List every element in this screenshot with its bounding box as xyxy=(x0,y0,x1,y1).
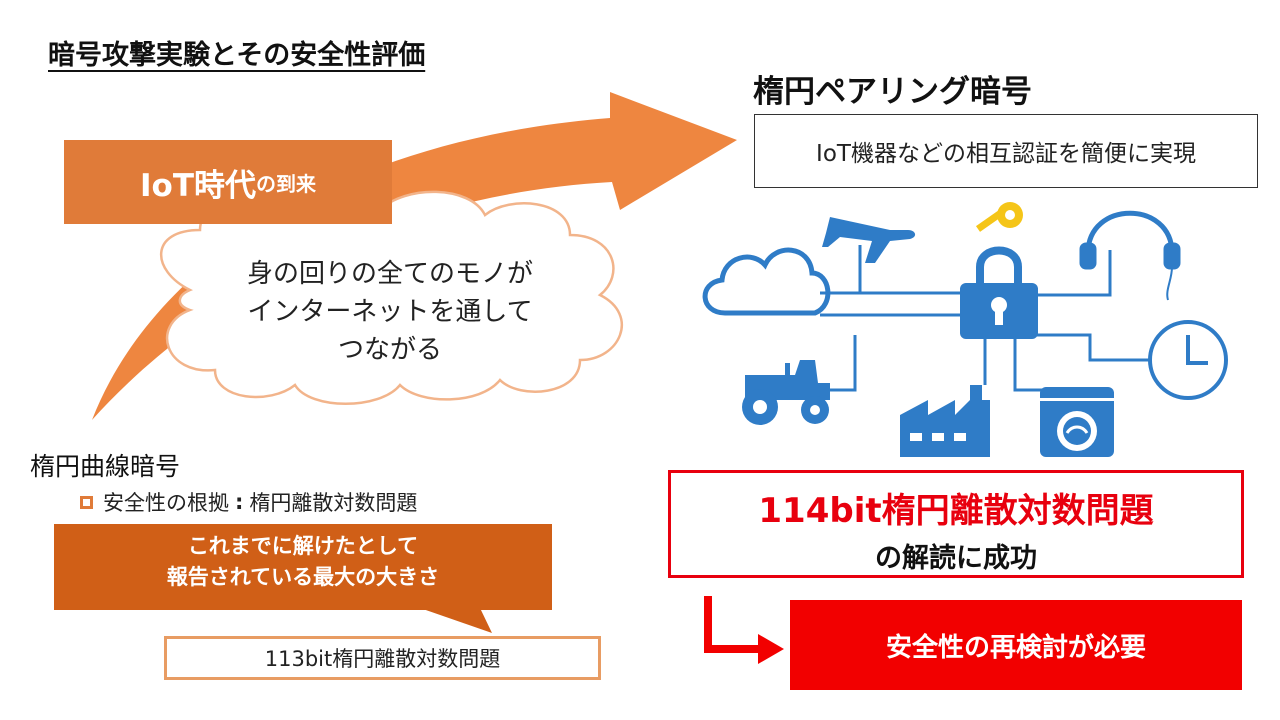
cloud-line-1: 身の回りの全てのモノが xyxy=(246,259,533,289)
factory-icon xyxy=(900,385,990,457)
pairing-title: 楕円ペアリング暗号 xyxy=(753,74,1032,110)
record-callout-shape xyxy=(54,524,552,633)
slide-title: 暗号攻撃実験とその安全性評価 xyxy=(48,40,426,71)
cloud-line-2: インターネットを通して xyxy=(247,297,533,327)
iot-era-main: IoT時代 xyxy=(140,167,256,204)
result-box: 114bit楕円離散対数問題 の解読に成功 xyxy=(668,470,1244,578)
airplane-icon xyxy=(822,217,916,263)
iot-devices-diagram xyxy=(702,202,1228,457)
washing-machine-icon xyxy=(1040,387,1114,457)
cloud-bubble-text: 身の回りの全てのモノが インターネットを通して つながる xyxy=(205,255,575,369)
bullet-square-icon xyxy=(80,495,93,509)
ecc-basis-value: 楕円離散対数問題 xyxy=(249,491,418,515)
key-icon xyxy=(975,202,1023,232)
record-value-box: 113bit楕円離散対数問題 xyxy=(164,636,601,680)
padlock-icon xyxy=(960,246,1038,339)
ecc-basis-label: 安全性の根拠 xyxy=(103,491,229,515)
record-line-2: 報告されている最大の大きさ xyxy=(166,565,440,589)
connector-line xyxy=(1013,335,1045,392)
elbow-arrow-icon xyxy=(704,596,784,664)
growth-arrow xyxy=(92,92,737,420)
ecc-basis-colon: : xyxy=(235,490,244,514)
iot-era-box: IoT時代の到来 xyxy=(64,140,392,224)
record-line-1: これまでに解けたとして xyxy=(187,534,419,558)
result-subline: の解読に成功 xyxy=(875,543,1037,574)
iot-era-suffix: の到来 xyxy=(255,171,316,196)
connector-line xyxy=(1035,250,1112,297)
connector-line xyxy=(820,335,857,392)
record-callout-text: これまでに解けたとして 報告されている最大の大きさ xyxy=(54,531,552,593)
clock-icon xyxy=(1148,320,1228,400)
connector-line xyxy=(1035,333,1150,362)
cloud-icon xyxy=(702,247,831,316)
ecc-label: 楕円曲線暗号 xyxy=(30,452,181,481)
conclusion-box: 安全性の再検討が必要 xyxy=(790,600,1242,690)
pairing-description-box: IoT機器などの相互認証を簡便に実現 xyxy=(754,114,1258,188)
ecc-basis: 安全性の根拠 : 楕円離散対数問題 xyxy=(80,487,417,517)
headphones-icon xyxy=(1079,210,1181,301)
result-headline: 114bit楕円離散対数問題 xyxy=(758,491,1154,531)
tractor-icon xyxy=(742,360,830,425)
cloud-line-3: つながる xyxy=(337,335,442,365)
